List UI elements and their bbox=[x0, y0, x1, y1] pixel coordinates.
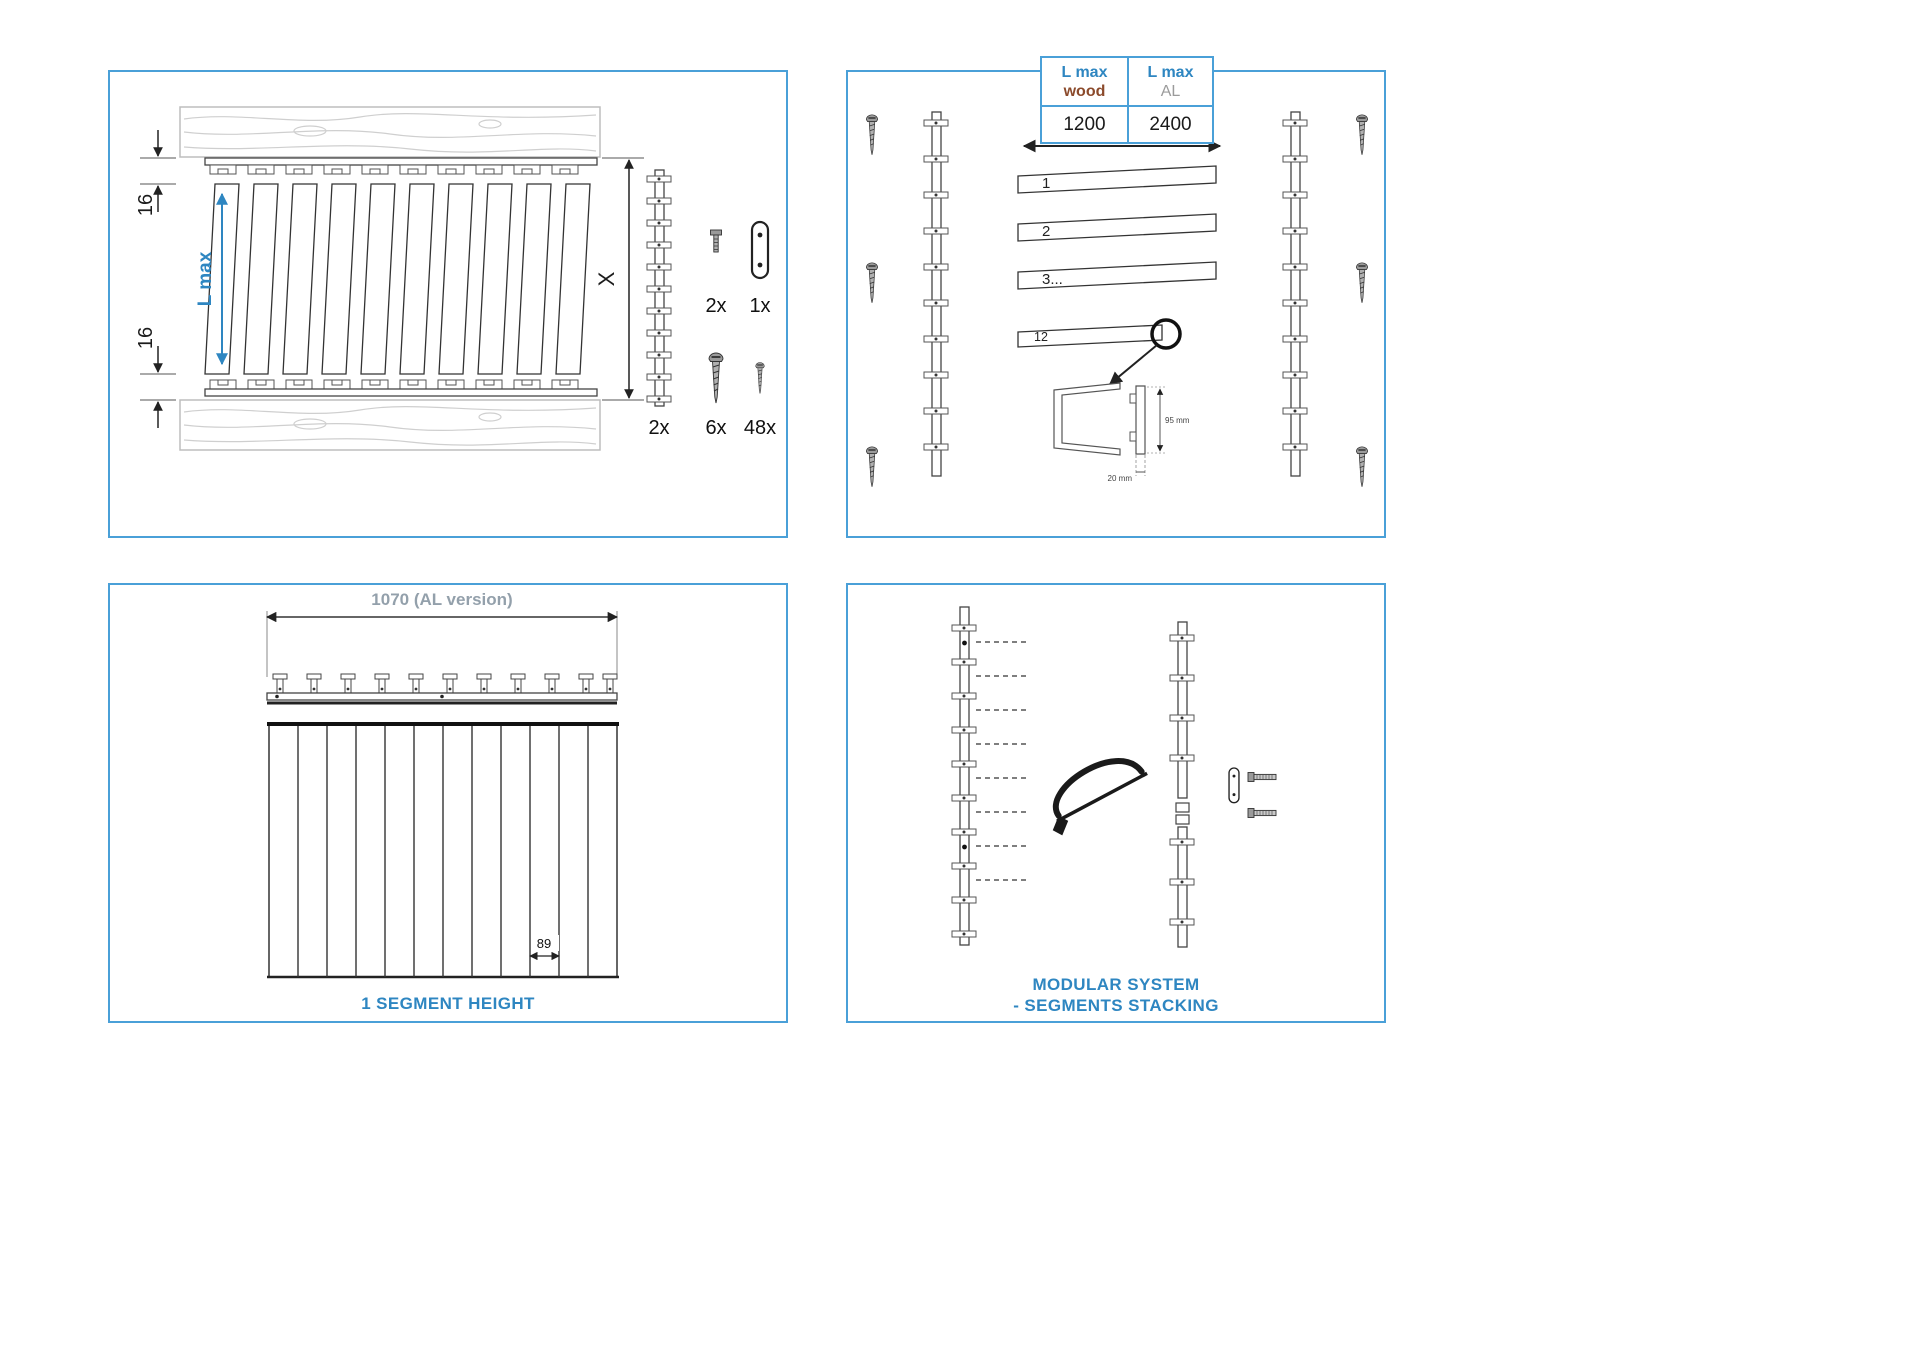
dim-16-top: 16 bbox=[135, 130, 176, 216]
screw-large-icon bbox=[865, 446, 879, 488]
slats-group bbox=[204, 183, 591, 375]
attachment-diagram: L max 16 16 X bbox=[135, 106, 776, 451]
slat-width-dimension: 89 bbox=[529, 935, 560, 961]
panel-segment-dimensions: 1070 (AL version) bbox=[108, 583, 788, 1023]
profile-depth-dim: 20 mm bbox=[1108, 474, 1133, 483]
rail-bottom bbox=[204, 379, 598, 397]
profile-detail: 95 mm 20 mm bbox=[1053, 382, 1190, 483]
slat-segment bbox=[267, 722, 619, 979]
segment-diagram: 1070 (AL version) bbox=[265, 590, 619, 1013]
slat-1-label: 1 bbox=[1042, 175, 1050, 192]
mounting-rail bbox=[646, 169, 672, 407]
slat-3-label: 3... bbox=[1042, 271, 1063, 288]
dim-16-bottom: 16 bbox=[135, 327, 176, 428]
modular-caption-line1: MODULAR SYSTEM bbox=[1032, 975, 1199, 994]
segment-width-dim: 1070 (AL version) bbox=[371, 590, 512, 609]
slat-2-label: 2 bbox=[1042, 223, 1050, 240]
bolt-icon bbox=[1247, 772, 1277, 782]
slat-12-label: 12 bbox=[1034, 330, 1048, 344]
lmax-wood-header: L max bbox=[1061, 64, 1108, 81]
l-max-dimension: L max bbox=[195, 192, 228, 366]
lmax-wood-value: 1200 bbox=[1063, 114, 1106, 135]
slat-length-diagram: 1 2 3... 12 95 mm 20 mm bbox=[865, 111, 1369, 488]
cut-lines bbox=[976, 641, 1028, 881]
dim-x-label: X bbox=[594, 271, 619, 286]
mounting-rail-right bbox=[1282, 111, 1369, 488]
screw-large-icon bbox=[708, 352, 724, 404]
screw-large-icon bbox=[1355, 114, 1369, 156]
screw-large-icon bbox=[1355, 262, 1369, 304]
rail-qty-label: 2x bbox=[648, 417, 669, 439]
lmax-al-value: 2400 bbox=[1149, 114, 1192, 135]
panel-slat-lengths: L max wood 1200 L max AL 2400 bbox=[846, 56, 1386, 538]
plate-qty-label: 1x bbox=[749, 295, 770, 317]
numbered-slats: 1 2 3... bbox=[1017, 165, 1217, 290]
lmax-table: L max wood 1200 L max AL 2400 bbox=[1040, 56, 1214, 144]
rail-top bbox=[204, 157, 598, 175]
last-slat-with-detail: 12 bbox=[1017, 318, 1182, 385]
connector-plate-icon bbox=[1228, 767, 1240, 804]
wood-material-label: wood bbox=[1063, 83, 1106, 100]
screw-small-icon bbox=[755, 362, 765, 395]
rail-segment-upper bbox=[1169, 621, 1195, 799]
lmax-table-col-al: L max AL 2400 bbox=[1127, 58, 1212, 142]
panel-attachment-overview: L max 16 16 X bbox=[108, 70, 788, 538]
mounting-rail-horizontal bbox=[266, 673, 618, 705]
connector-plate-icon bbox=[750, 220, 770, 280]
mounting-rail-left bbox=[865, 111, 949, 488]
segment-caption: 1 SEGMENT HEIGHT bbox=[361, 994, 535, 1013]
modular-caption-line2: - SEGMENTS STACKING bbox=[1013, 996, 1219, 1015]
hardware-list: 2x 1x 2x 6x 48x bbox=[648, 220, 776, 439]
magnifier-circle-icon bbox=[1150, 318, 1182, 350]
bolt-icon bbox=[1247, 808, 1277, 818]
screw-large-icon bbox=[865, 262, 879, 304]
segment-connector bbox=[1175, 767, 1277, 825]
al-material-label: AL bbox=[1160, 83, 1181, 100]
hacksaw-icon bbox=[1052, 758, 1148, 836]
width-dimension bbox=[265, 611, 619, 677]
dim-16-bottom-label: 16 bbox=[135, 327, 157, 349]
panel-modular-system: MODULAR SYSTEM - SEGMENTS STACKING bbox=[846, 583, 1386, 1023]
rail-segment-lower bbox=[1169, 826, 1195, 948]
modular-system-diagram: MODULAR SYSTEM - SEGMENTS STACKING bbox=[951, 606, 1277, 1015]
rail-with-cut-marks bbox=[951, 606, 1028, 946]
wood-plank-top bbox=[179, 106, 601, 158]
screw-small-qty-label: 48x bbox=[744, 417, 776, 439]
bolt-icon bbox=[710, 229, 722, 253]
slat-width-label: 89 bbox=[537, 936, 551, 951]
l-max-label: L max bbox=[195, 251, 216, 306]
dim-x: X bbox=[594, 157, 644, 401]
screw-large-qty-label: 6x bbox=[705, 417, 726, 439]
screw-large-icon bbox=[865, 114, 879, 156]
bolt-qty-label: 2x bbox=[705, 295, 726, 317]
screw-large-icon bbox=[1355, 446, 1369, 488]
profile-height-dim: 95 mm bbox=[1165, 416, 1190, 425]
lmax-table-col-wood: L max wood 1200 bbox=[1042, 58, 1127, 142]
lmax-al-header: L max bbox=[1147, 64, 1194, 81]
dim-16-top-label: 16 bbox=[135, 194, 157, 216]
wood-plank-bottom bbox=[179, 399, 601, 451]
